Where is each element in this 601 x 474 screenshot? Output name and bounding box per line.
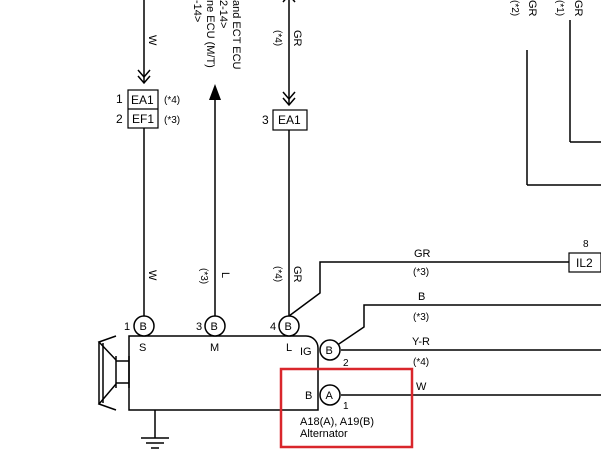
ef1-pin: 2 (116, 112, 123, 126)
part-code: A18(A), A19(B) (300, 416, 374, 428)
branch-b-note: (*3) (413, 312, 429, 323)
svg-text:IG: IG (300, 346, 312, 358)
wire-s-top-color: W (146, 35, 158, 46)
right-wires: GR (*1) (*2) GR (509, 0, 601, 186)
top-note-3: ne ECU (M/T) (204, 0, 216, 68)
svg-text:2: 2 (343, 358, 349, 369)
pulley-icon (97, 335, 130, 411)
pin-m: B 3 M (196, 315, 226, 354)
wire-m-color: L (219, 272, 231, 278)
pin-ig: B IG 2 (300, 339, 349, 369)
right-b-note: (*2) (509, 0, 520, 16)
ef1-note: (*3) (164, 115, 180, 126)
wire-l-top-note: (*4) (272, 30, 283, 46)
right-b-color: GR (526, 0, 538, 17)
svg-text:M: M (210, 342, 219, 354)
il2-label: IL2 (576, 256, 593, 270)
svg-text:B: B (211, 321, 218, 333)
top-note-2: 2-14> (217, 0, 229, 28)
ea1b-label: EA1 (278, 113, 301, 127)
svg-text:3: 3 (196, 321, 202, 333)
arrow-up-icon (209, 84, 221, 100)
ea1b-pin: 3 (262, 113, 269, 127)
ground-icon (141, 410, 169, 449)
wire-l: (*4) GR (*4) GR (272, 0, 303, 316)
wire-branch-gr: GR (*3) (288, 248, 569, 317)
pin-b: A B 1 (305, 384, 349, 412)
branch-gr-color: GR (414, 248, 431, 260)
top-note-4: -14> (191, 0, 203, 22)
svg-text:B: B (285, 321, 292, 333)
top-notes: and ECT ECU 2-14> ne ECU (M/T) -14> (191, 0, 242, 70)
svg-text:S: S (139, 342, 146, 354)
wire-l-bottom-color: GR (291, 266, 303, 283)
svg-text:4: 4 (270, 321, 276, 333)
svg-text:1: 1 (124, 321, 130, 333)
wire-l-top-color: GR (291, 30, 303, 47)
wire-s: W W (137, 0, 158, 316)
pin-s: B 1 S (124, 315, 155, 354)
svg-text:1: 1 (343, 401, 349, 412)
ig-color: Y-R (412, 336, 430, 348)
wire-ig: Y-R (*4) (341, 336, 601, 368)
svg-text:B: B (140, 321, 147, 333)
ig-note: (*4) (413, 357, 429, 368)
top-note-1: and ECT ECU (230, 0, 242, 70)
ea1-pin: 1 (116, 92, 123, 106)
ea1-note: (*4) (164, 95, 180, 106)
wire-b-out: W (341, 381, 601, 396)
svg-text:B: B (326, 345, 333, 357)
wire-l-bottom-note: (*4) (272, 266, 283, 282)
svg-text:B: B (305, 390, 312, 402)
b-out-color: W (416, 381, 427, 393)
branch-gr-note: (*3) (413, 267, 429, 278)
il2-pin: 8 (583, 239, 589, 250)
right-a-note: (*1) (554, 0, 565, 16)
connector-ea1-3: 3 EA1 (262, 109, 308, 131)
wire-m: (*3) L (198, 84, 231, 316)
svg-text:A: A (326, 390, 334, 402)
pin-l: B 4 L (270, 315, 300, 354)
connector-il2: 8 IL2 (568, 239, 601, 273)
connector-ea1-ef1: 1 EA1 (*4) 2 EF1 (*3) (116, 89, 180, 129)
right-a-color: GR (572, 0, 584, 17)
highlight-box (279, 367, 414, 449)
svg-text:L: L (286, 342, 292, 354)
wire-s-bottom-color: W (146, 270, 158, 281)
branch-b-color: B (418, 291, 425, 303)
wire-branch-b: B (*3) (329, 291, 601, 351)
ea1-label: EA1 (131, 93, 154, 107)
ef1-label: EF1 (132, 112, 154, 126)
wire-m-note: (*3) (198, 268, 209, 284)
part-name: Alternator (300, 428, 348, 440)
alternator (97, 335, 319, 449)
